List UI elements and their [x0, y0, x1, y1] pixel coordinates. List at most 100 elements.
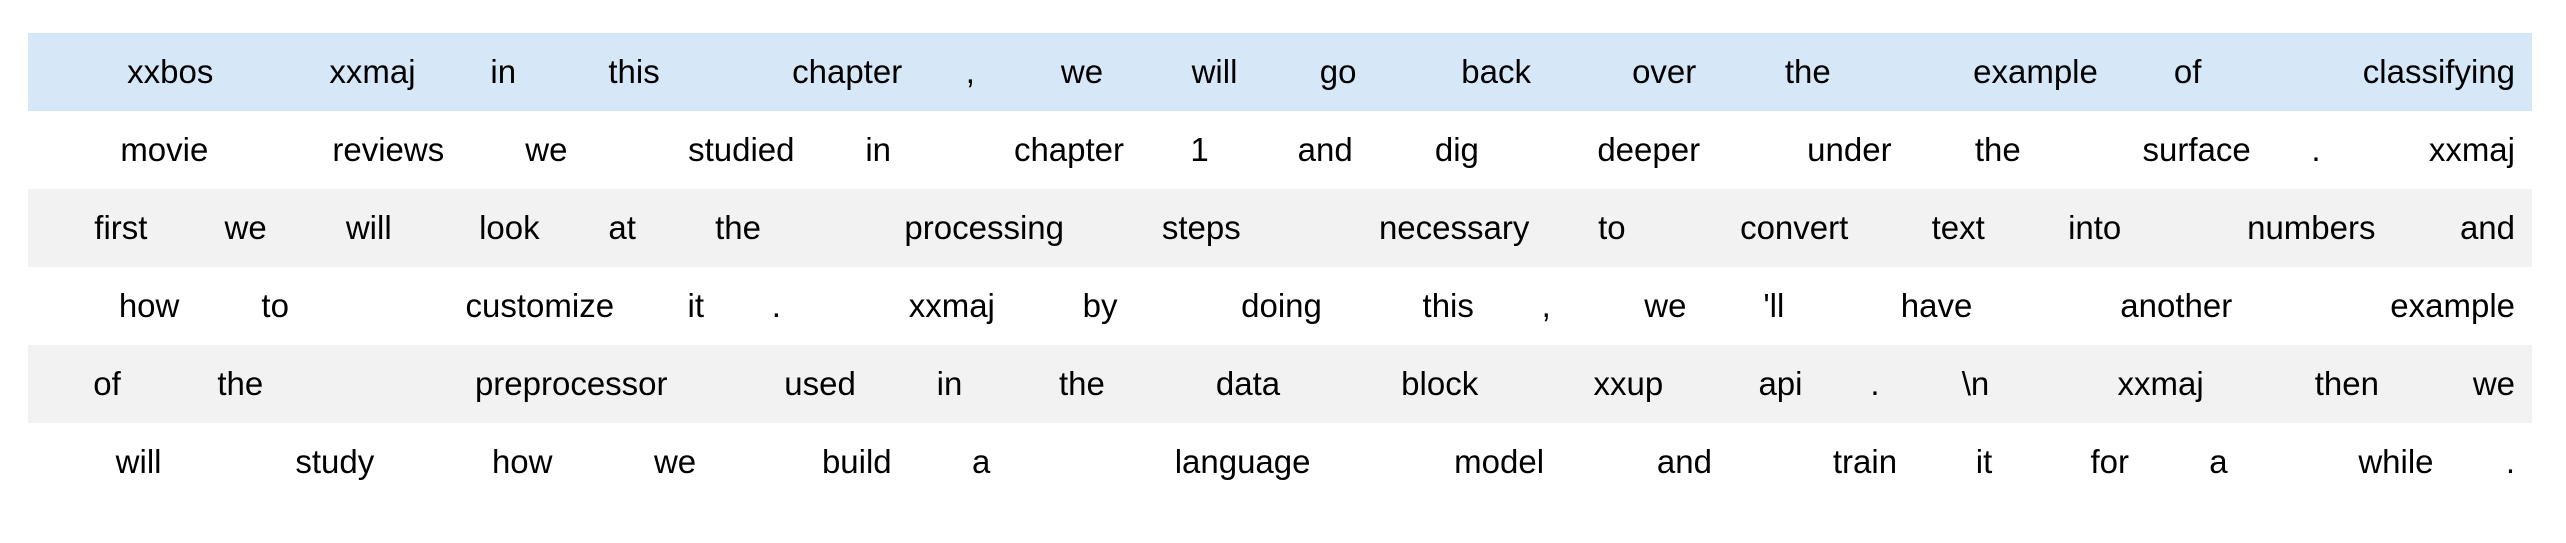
- token-cell: 'll: [1763, 287, 1785, 324]
- token-cell: and: [1656, 443, 1712, 480]
- token-cell: .: [771, 287, 781, 324]
- token-cell: at: [608, 209, 636, 246]
- token-cell: we: [1060, 53, 1104, 90]
- token-cell: dig: [1434, 131, 1479, 168]
- token-cell: for: [2090, 443, 2129, 480]
- token-cell: movie: [120, 131, 209, 168]
- token-cell: example: [1973, 53, 2098, 90]
- token-cell: xxmaj: [329, 53, 416, 90]
- token-cell: and: [2459, 209, 2515, 246]
- token-cell: \n: [1961, 365, 1990, 402]
- token-cell: another: [2120, 287, 2233, 324]
- token-row-table: of the preprocessor used in the data block xxup a…: [28, 345, 2532, 423]
- token-cell: a: [2209, 443, 2228, 480]
- token-cell: will: [1191, 53, 1238, 90]
- token-cell: xxmaj: [2428, 131, 2515, 168]
- token-cell: processing: [904, 209, 1065, 246]
- token-cell: build: [821, 443, 892, 480]
- token-cell: the: [1058, 365, 1105, 402]
- token-cell: this: [608, 53, 660, 90]
- token-cell: into: [2068, 209, 2122, 246]
- token-cell: steps: [1161, 209, 1241, 246]
- token-cell: convert: [1740, 209, 1849, 246]
- token-row: movie reviews we studied in chapter 1 and dig dee…: [28, 111, 2532, 189]
- token-cell: surface: [2142, 131, 2251, 168]
- token-cell: chapter: [792, 53, 903, 90]
- token-cell: block: [1401, 365, 1479, 402]
- token-cell: go: [1319, 53, 1357, 90]
- token-cell: by: [1082, 287, 1118, 324]
- token-cell: study: [295, 443, 375, 480]
- token-cell: the: [217, 365, 264, 402]
- token-row-table: movie reviews we studied in chapter 1 and dig dee…: [28, 111, 2532, 189]
- token-cell: xxmaj: [2117, 365, 2204, 402]
- token-row: of the preprocessor used in the data block xxup a…: [28, 345, 2532, 423]
- token-cell: under: [1807, 131, 1892, 168]
- token-cell: we: [2472, 365, 2515, 402]
- token-cell: .: [1870, 365, 1880, 402]
- token-cell: customize: [465, 287, 615, 324]
- token-cell: example: [2390, 287, 2515, 324]
- token-cell: studied: [688, 131, 795, 168]
- token-cell: 1: [1190, 131, 1209, 168]
- token-cell: how: [491, 443, 553, 480]
- token-cell: xxmaj: [908, 287, 995, 324]
- token-cell: data: [1215, 365, 1281, 402]
- token-cell: the: [715, 209, 761, 246]
- token-row: will study how we build a language model and trai…: [28, 423, 2532, 501]
- token-cell: we: [653, 443, 697, 480]
- token-cell: it: [687, 287, 705, 324]
- token-cell: model: [1454, 443, 1545, 480]
- token-cell: ,: [1541, 287, 1551, 324]
- token-cell: api: [1758, 365, 1803, 402]
- token-cell: back: [1461, 53, 1531, 90]
- token-cell: it: [1975, 443, 1993, 480]
- token-cell: ,: [965, 53, 975, 90]
- token-cell: in: [490, 53, 517, 90]
- token-cell: xxbos: [127, 53, 214, 90]
- token-cell: text: [1931, 209, 1985, 246]
- token-cell: will: [115, 443, 162, 480]
- token-cell: to: [261, 287, 289, 324]
- token-cell: in: [936, 365, 963, 402]
- token-cell: used: [784, 365, 856, 402]
- token-cell: numbers: [2247, 209, 2376, 246]
- token-cell: we: [1644, 287, 1687, 324]
- token-cell: the: [1974, 131, 2021, 168]
- token-cell: xxup: [1593, 365, 1664, 402]
- token-cell: .: [2505, 443, 2515, 480]
- token-cell: while: [2358, 443, 2434, 480]
- token-cell: then: [2314, 365, 2379, 402]
- token-cell: .: [2311, 131, 2321, 168]
- token-cell: chapter: [1013, 131, 1125, 168]
- token-cell: we: [525, 131, 568, 168]
- token-cell: classifying: [2362, 53, 2515, 90]
- token-cell: a: [972, 443, 991, 480]
- token-cell: we: [224, 209, 267, 246]
- token-cell: deeper: [1597, 131, 1701, 168]
- token-cell: first: [94, 209, 148, 246]
- token-cell: how: [118, 287, 180, 324]
- token-cell: have: [1900, 287, 1973, 324]
- token-cell: preprocessor: [474, 365, 668, 402]
- token-cell: train: [1832, 443, 1898, 480]
- token-cell: to: [1598, 209, 1626, 246]
- token-cell: of: [93, 365, 121, 402]
- token-cell: language: [1174, 443, 1311, 480]
- token-cell: look: [479, 209, 540, 246]
- token-cell: of: [2173, 53, 2202, 90]
- token-cell: the: [1784, 53, 1831, 90]
- token-cell: this: [1422, 287, 1474, 324]
- token-row-table: will study how we build a language model and trai…: [28, 423, 2532, 501]
- token-cell: in: [865, 131, 892, 168]
- token-cell: and: [1297, 131, 1353, 168]
- token-cell: reviews: [332, 131, 445, 168]
